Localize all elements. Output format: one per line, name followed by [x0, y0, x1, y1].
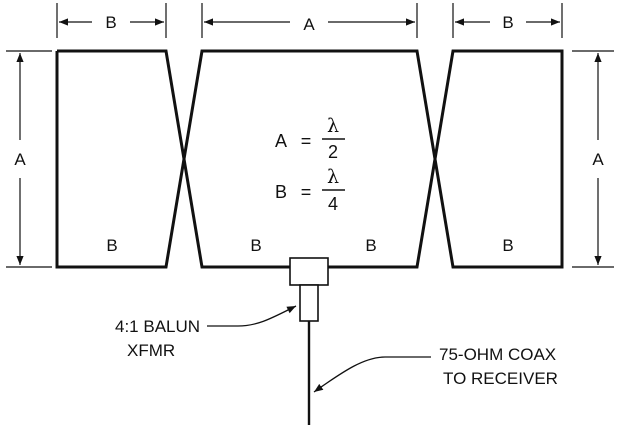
formula-b-equals: =: [301, 182, 312, 202]
dimension-label-top-center: A: [303, 15, 315, 34]
segment-label-center-left: B: [250, 236, 261, 255]
formula-b-lambda: λ: [327, 166, 339, 188]
balun-transformer: [289, 257, 329, 322]
balun-label-line1: 4:1 BALUN: [115, 317, 200, 336]
formula-b: B = λ 4: [275, 166, 345, 214]
formula-b-lhs: B: [275, 182, 287, 202]
dimension-label-top-left: B: [105, 13, 116, 32]
segment-label-left: B: [106, 236, 117, 255]
coax-label-line1: 75-OHM COAX: [439, 345, 556, 364]
dimension-top-right: B: [452, 3, 563, 38]
dimension-left-height: A: [6, 50, 52, 268]
coax-label-line2: TO RECEIVER: [443, 369, 558, 388]
dimension-label-left-height: A: [14, 150, 26, 169]
segment-label-center-right: B: [365, 236, 376, 255]
formula-a-lhs: A: [275, 131, 287, 151]
dimension-right-height: A: [572, 50, 614, 268]
formula-a-lambda: λ: [327, 115, 339, 137]
dimension-label-top-right: B: [502, 13, 513, 32]
segment-label-right: B: [502, 236, 513, 255]
dimension-top-left: B: [56, 3, 167, 38]
balun-callout: 4:1 BALUN XFMR: [115, 305, 297, 360]
antenna-wire: [55, 49, 564, 269]
dimension-top-center: A: [201, 3, 418, 38]
formula-a: A = λ 2: [275, 115, 345, 162]
formula-b-denominator: 4: [328, 194, 338, 214]
formula-a-equals: =: [301, 131, 312, 151]
coax-callout: 75-OHM COAX TO RECEIVER: [313, 345, 558, 393]
balun-label-line2: XFMR: [127, 341, 175, 360]
formula-a-denominator: 2: [328, 142, 338, 162]
dimension-label-right-height: A: [592, 150, 604, 169]
